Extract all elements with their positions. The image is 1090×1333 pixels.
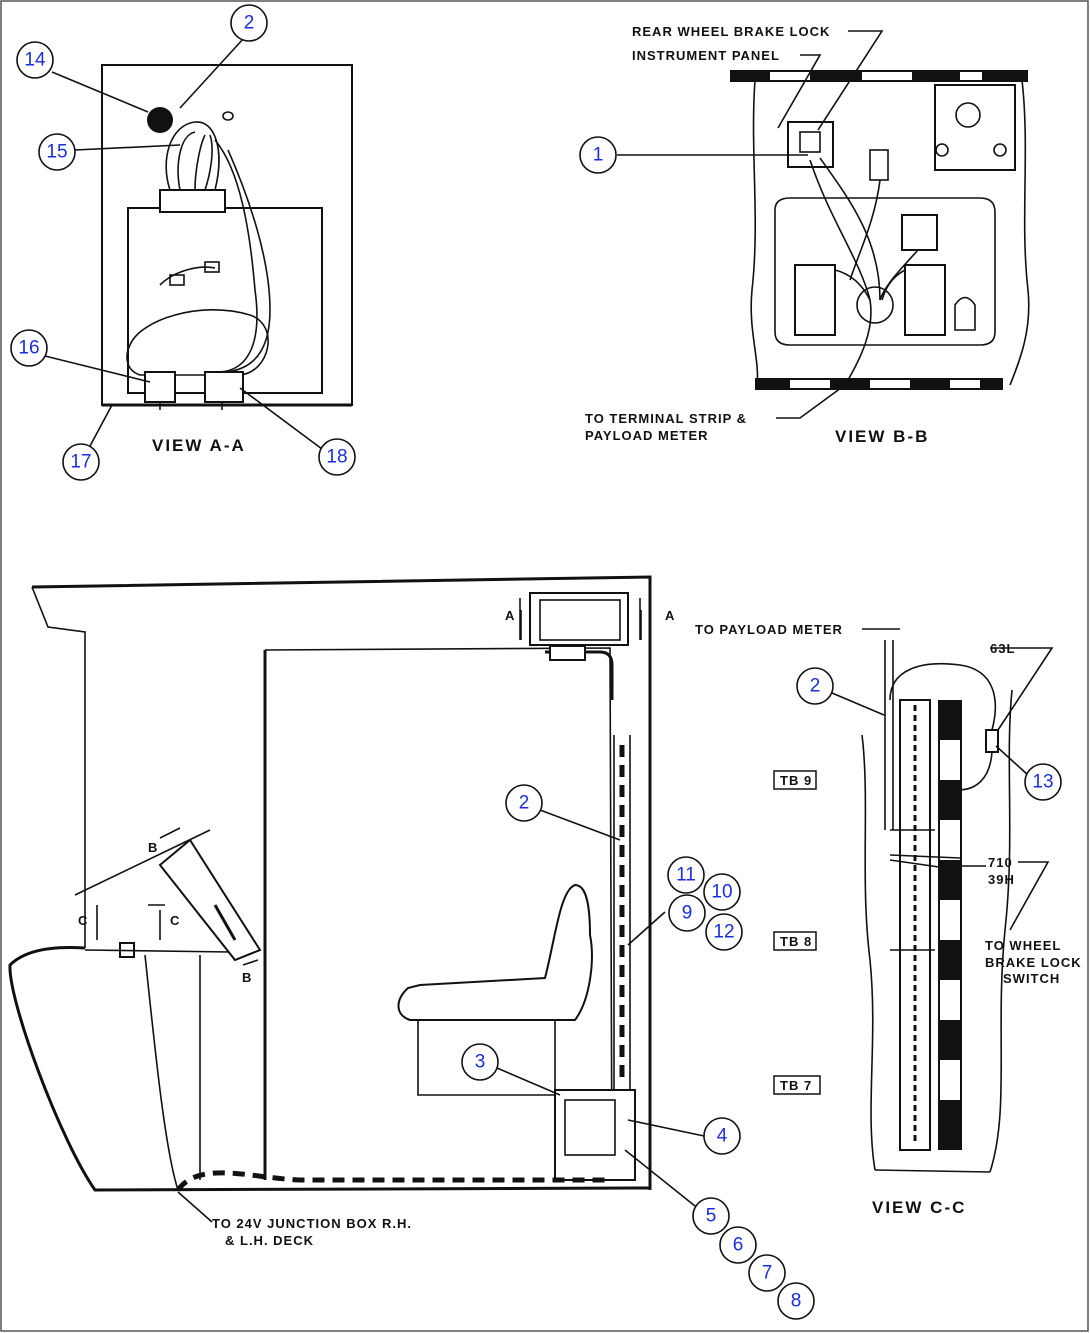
svg-text:8: 8 bbox=[791, 1291, 802, 1312]
svg-text:14: 14 bbox=[24, 50, 46, 71]
wire-63l-leader bbox=[990, 647, 1054, 731]
section-b-top: B bbox=[148, 840, 158, 855]
svg-text:4: 4 bbox=[717, 1126, 728, 1147]
callout-7: 7 bbox=[748, 1254, 786, 1292]
label-tb9: TB 9 bbox=[780, 773, 812, 788]
callout-2-view-c: 2 bbox=[796, 667, 834, 705]
label-wheel-brake-1: TO WHEEL bbox=[985, 938, 1061, 953]
svg-text:12: 12 bbox=[713, 922, 734, 943]
label-wheel-brake-3: SWITCH bbox=[1003, 971, 1060, 986]
view-a-drawing bbox=[101, 64, 353, 410]
callout-3: 3 bbox=[461, 1043, 499, 1081]
section-a-right: A bbox=[665, 608, 675, 623]
label-to-payload-meter: TO PAYLOAD METER bbox=[695, 622, 843, 637]
tb7-box bbox=[773, 1075, 821, 1095]
callout-9: 9 bbox=[668, 894, 706, 932]
label-junction-1: TO 24V JUNCTION BOX R.H. bbox=[212, 1216, 412, 1231]
svg-text:16: 16 bbox=[18, 338, 39, 359]
callout-17: 17 bbox=[62, 443, 100, 481]
callout-16: 16 bbox=[10, 329, 48, 367]
callout-13: 13 bbox=[1024, 763, 1062, 801]
svg-text:3: 3 bbox=[475, 1052, 486, 1073]
callout-2-main: 2 bbox=[505, 784, 543, 822]
svg-text:18: 18 bbox=[326, 447, 347, 468]
section-b-bottom: B bbox=[242, 970, 252, 985]
label-wire-710: 710 bbox=[988, 855, 1013, 870]
label-tb8: TB 8 bbox=[780, 934, 812, 949]
callout-10: 10 bbox=[703, 873, 741, 911]
svg-text:2: 2 bbox=[244, 13, 255, 34]
callout-8: 8 bbox=[777, 1282, 815, 1320]
view-c-drawing bbox=[861, 640, 1013, 1173]
svg-text:5: 5 bbox=[706, 1206, 717, 1227]
svg-text:13: 13 bbox=[1032, 772, 1053, 793]
svg-text:2: 2 bbox=[810, 676, 821, 697]
callout-15: 15 bbox=[38, 133, 76, 171]
callout-6: 6 bbox=[719, 1226, 757, 1264]
section-c-right: C bbox=[170, 913, 180, 928]
label-instrument-panel: INSTRUMENT PANEL bbox=[632, 48, 780, 63]
label-wheel-brake-2: BRAKE LOCK bbox=[985, 955, 1082, 970]
section-c-left: C bbox=[78, 913, 88, 928]
label-terminal-strip-2: PAYLOAD METER bbox=[585, 428, 709, 443]
view-c-leaders bbox=[831, 692, 1029, 776]
callout-4: 4 bbox=[703, 1117, 741, 1155]
svg-text:10: 10 bbox=[711, 882, 732, 903]
label-terminal-strip-1: TO TERMINAL STRIP & bbox=[585, 411, 747, 426]
tb9-box bbox=[773, 770, 817, 790]
view-c-title: VIEW C-C bbox=[872, 1198, 966, 1217]
callout-12: 12 bbox=[705, 913, 743, 951]
view-a-leaders bbox=[44, 37, 323, 450]
label-rear-wheel-brake-lock: REAR WHEEL BRAKE LOCK bbox=[632, 24, 830, 39]
main-leaders bbox=[496, 809, 705, 1211]
callout-5: 5 bbox=[692, 1197, 730, 1235]
svg-text:15: 15 bbox=[46, 142, 67, 163]
svg-text:7: 7 bbox=[762, 1263, 773, 1284]
svg-text:17: 17 bbox=[70, 452, 91, 473]
svg-text:1: 1 bbox=[593, 145, 604, 166]
callout-2-view-a: 2 bbox=[230, 4, 268, 42]
view-b-leaders bbox=[617, 30, 884, 419]
svg-text:11: 11 bbox=[676, 865, 696, 886]
callout-18: 18 bbox=[318, 438, 356, 476]
label-tb7: TB 7 bbox=[780, 1078, 812, 1093]
junction-leader bbox=[177, 1191, 213, 1223]
view-b-title: VIEW B-B bbox=[835, 427, 929, 446]
wire-710-leader bbox=[1009, 861, 1050, 931]
svg-text:6: 6 bbox=[733, 1235, 744, 1256]
callout-14: 14 bbox=[16, 41, 54, 79]
section-markers bbox=[96, 610, 642, 966]
label-wire-39h: 39H bbox=[988, 872, 1015, 887]
view-a-title: VIEW A-A bbox=[152, 436, 246, 455]
svg-text:2: 2 bbox=[519, 793, 530, 814]
svg-text:9: 9 bbox=[682, 903, 693, 924]
view-b-drawing bbox=[730, 70, 1030, 390]
tb8-box bbox=[773, 931, 817, 951]
callout-11: 11 bbox=[667, 856, 705, 894]
label-junction-2: & L.H. DECK bbox=[225, 1233, 314, 1248]
callout-1: 1 bbox=[579, 136, 617, 174]
cab-side-view bbox=[8, 575, 652, 1192]
section-a-left: A bbox=[505, 608, 515, 623]
